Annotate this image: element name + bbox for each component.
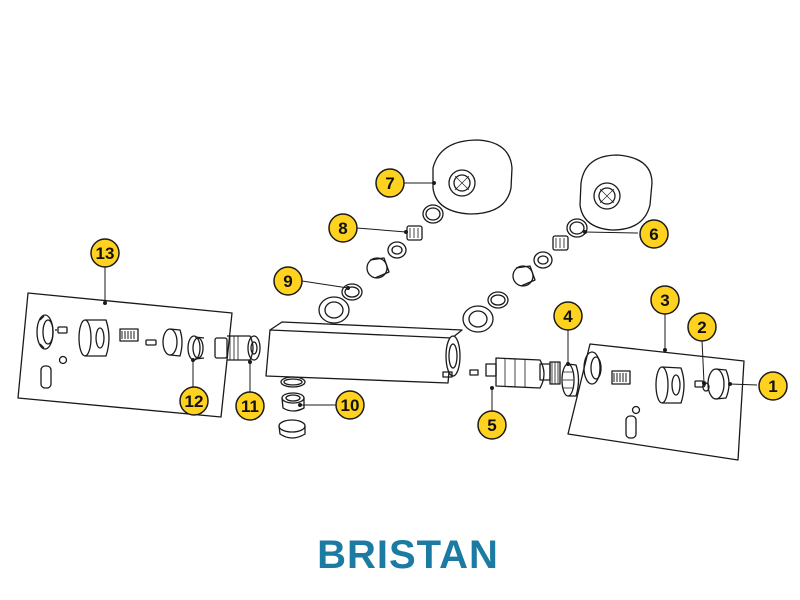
callout-number: 13 <box>96 244 115 263</box>
callout-circle <box>335 390 365 420</box>
callout-circle <box>90 238 120 268</box>
callout-circle <box>687 312 717 342</box>
callout-6: 6 <box>639 219 669 249</box>
callout-circle <box>179 386 209 416</box>
callout-circle <box>650 285 680 315</box>
right-handle-assembly-panel <box>567 343 745 461</box>
callout-circle <box>639 219 669 249</box>
callout-10: 10 <box>335 390 365 420</box>
left-check-valve <box>406 225 423 241</box>
callout-number: 5 <box>487 416 496 435</box>
callout-number: 2 <box>697 318 706 337</box>
bristan-logo: BRISTAN <box>317 533 499 577</box>
right-check-valve <box>552 235 569 251</box>
callout-4: 4 <box>553 301 583 331</box>
callout-3: 3 <box>650 285 680 315</box>
callout-circle <box>235 391 265 421</box>
callout-1: 1 <box>758 371 788 401</box>
callout-circle <box>273 266 303 296</box>
callout-number: 8 <box>338 219 347 238</box>
valve-body <box>265 321 479 384</box>
callout-number: 4 <box>563 307 573 326</box>
left-handle-assembly-panel <box>17 292 233 418</box>
left-elbow-fittings <box>318 241 407 324</box>
leader-lines <box>103 181 758 412</box>
callout-number: 10 <box>341 396 360 415</box>
callout-8: 8 <box>328 213 358 243</box>
callout-5: 5 <box>477 410 507 440</box>
callout-number: 9 <box>283 272 292 291</box>
callout-circle <box>375 168 405 198</box>
callout-number: 3 <box>660 291 669 310</box>
left-flow-cartridge <box>214 335 261 361</box>
left-wall-shroud <box>432 139 513 215</box>
callout-circle <box>758 371 788 401</box>
callout-13: 13 <box>90 238 120 268</box>
callout-number: 1 <box>768 377 777 396</box>
callout-circle <box>477 410 507 440</box>
right-wall-shroud <box>579 154 653 231</box>
callout-number: 7 <box>385 174 394 193</box>
right-elbow-fittings <box>462 251 553 333</box>
right-filter-washer <box>566 218 588 238</box>
callout-number: 11 <box>241 397 259 416</box>
callout-number: 12 <box>185 392 204 411</box>
callout-circle <box>553 301 583 331</box>
callout-11: 11 <box>235 391 265 421</box>
callout-circle <box>328 213 358 243</box>
cartridge-nut <box>561 363 580 397</box>
washer-and-collar <box>278 376 306 439</box>
callout-7: 7 <box>375 168 405 198</box>
callout-12: 12 <box>179 386 209 416</box>
callout-2: 2 <box>687 312 717 342</box>
callout-number: 6 <box>649 225 658 244</box>
left-filter-washer <box>422 204 444 224</box>
callout-9: 9 <box>273 266 303 296</box>
thermostatic-cartridge <box>485 357 561 389</box>
